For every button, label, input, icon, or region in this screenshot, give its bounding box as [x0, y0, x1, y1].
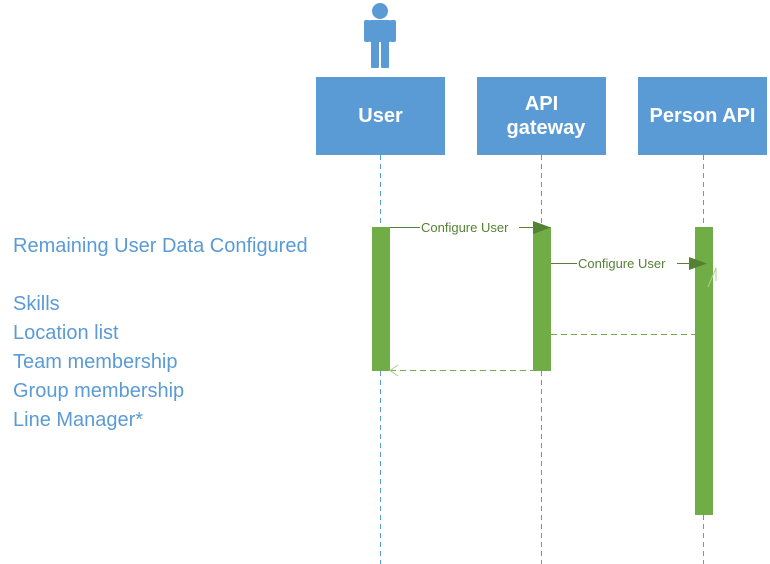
- note-item: Line Manager*: [13, 409, 144, 431]
- participant-user: User: [316, 77, 445, 155]
- message-configure-user-2: Configure User: [551, 256, 717, 288]
- participant-label: Person API: [649, 105, 756, 127]
- participant-label: API gateway: [506, 93, 586, 139]
- participant-person-api: Person API: [638, 77, 767, 155]
- participant-api-gateway: API gateway: [477, 77, 606, 155]
- activation-person: [695, 227, 713, 515]
- label-background: [577, 256, 668, 271]
- label-background: [420, 220, 511, 235]
- return-message-2: [389, 364, 533, 377]
- message-label: Configure User: [421, 220, 509, 235]
- note-item: Team membership: [13, 351, 178, 373]
- activation-user: [372, 227, 390, 371]
- message-configure-user-1: Configure User: [390, 220, 551, 235]
- person-icon: [364, 3, 396, 68]
- note-item: Location list: [13, 322, 119, 344]
- activation-gateway: [533, 227, 551, 371]
- participant-label: User: [358, 105, 403, 127]
- note-item: Group membership: [13, 380, 185, 402]
- note-item: Skills: [13, 293, 60, 315]
- configured-data-notes: Remaining User Data Configured Skills Lo…: [13, 232, 308, 435]
- notes-heading: Remaining User Data Configured: [13, 235, 308, 257]
- notes-spacer: [13, 261, 308, 290]
- message-label: Configure User: [578, 256, 666, 271]
